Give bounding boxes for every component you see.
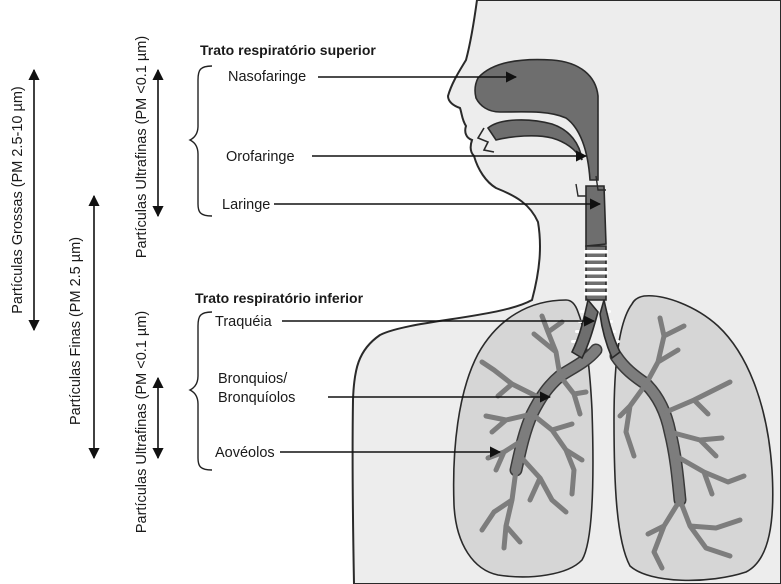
label-laringe: Laringe [222, 197, 270, 213]
label-ultrafine-upper: Partículas Ultrafinas (PM <0.1 µm) [134, 36, 150, 258]
trachea-ring [584, 250, 608, 254]
label-ultrafine-lower: Partículas Ultrafinas (PM <0.1 µm) [134, 311, 150, 533]
trachea-ring [584, 264, 608, 268]
upper-tract-brace [190, 66, 212, 216]
trachea-ring [584, 257, 608, 261]
label-coarse-particles: Partículas Grossas (PM 2.5-10 µm) [10, 86, 26, 314]
label-nasofaringe: Nasofaringe [228, 69, 306, 85]
label-bronquiolos: Bronquíolos [218, 390, 295, 406]
label-orofaringe: Orofaringe [226, 149, 295, 165]
trachea-ring [584, 271, 608, 275]
trachea-ring [584, 292, 608, 296]
lower-tract-title: Trato respiratório inferior [195, 290, 364, 306]
label-fine-particles: Partículas Finas (PM 2.5 µm) [68, 237, 84, 425]
label-traqueia: Traquéia [215, 314, 273, 330]
lower-tract-brace [190, 312, 212, 470]
label-bronquios: Bronquios/ [218, 371, 288, 387]
trachea-ring [584, 278, 608, 282]
trachea-ring [584, 285, 608, 289]
label-aoveolos: Aovéolos [215, 445, 275, 461]
upper-tract-title: Trato respiratório superior [200, 42, 376, 58]
